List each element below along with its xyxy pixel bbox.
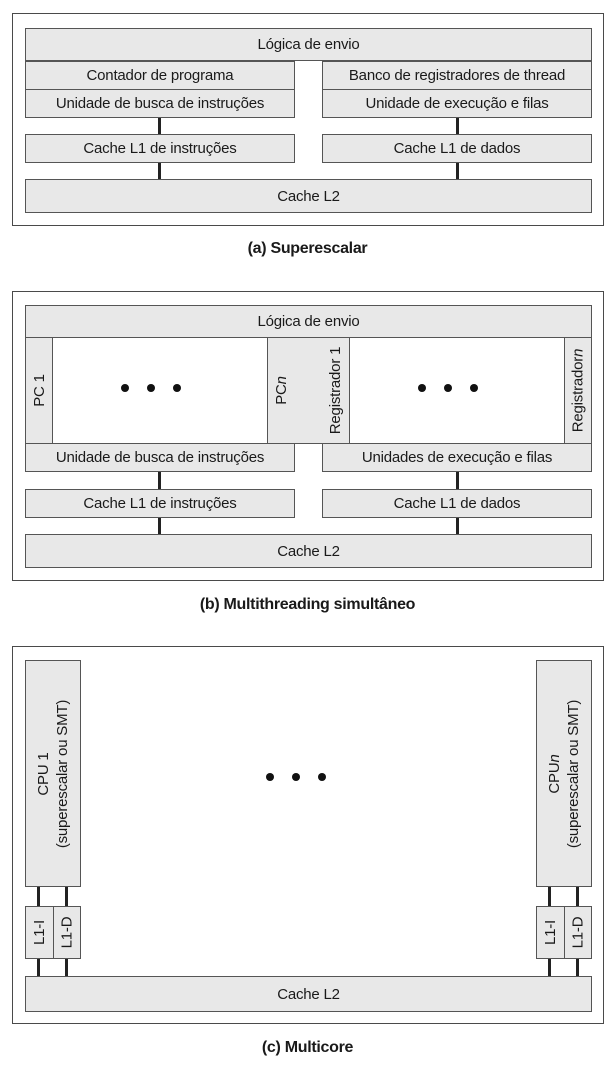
connector <box>158 118 161 134</box>
program-counter-box: Contador de programa <box>25 61 295 90</box>
l1-instruction-cache-box: Cache L1 de instruções <box>25 134 295 163</box>
registern-box: Registrador n <box>564 337 592 444</box>
connector <box>65 959 68 976</box>
exec-unit-box: Unidade de execução e filas <box>322 89 592 118</box>
issue-area-bridge <box>294 337 323 444</box>
connector <box>548 887 551 906</box>
caption-a: (a) Superescalar <box>247 240 368 257</box>
issue-logic-box: Lógica de envio <box>25 28 592 61</box>
connector <box>576 887 579 906</box>
pc1-label: PC 1 <box>30 374 48 407</box>
connector <box>158 518 161 534</box>
caption-b: (b) Multithreading simultâneo <box>199 596 416 613</box>
l1d-cache-box: L1-D <box>564 906 592 959</box>
pcn-box: PC n <box>267 337 295 444</box>
connector <box>65 887 68 906</box>
l1i-cache-box: L1-I <box>536 906 565 959</box>
l1d-label: L1-D <box>58 916 76 949</box>
connector <box>456 118 459 134</box>
thread-register-bank-box: Banco de registradores de thread <box>322 61 592 90</box>
l1i-label: L1-I <box>542 919 559 946</box>
l1d-label: L1-D <box>569 916 587 949</box>
connector <box>456 163 459 179</box>
ellipsis-dots <box>418 384 478 392</box>
l1-data-cache-box: Cache L1 de dados <box>322 134 592 163</box>
connector <box>456 472 459 489</box>
l1-data-cache-box: Cache L1 de dados <box>322 489 592 518</box>
l1i-cache-box: L1-I <box>25 906 54 959</box>
l1d-cache-box: L1-D <box>53 906 81 959</box>
fetch-unit-box: Unidade de busca de instruções <box>25 89 295 118</box>
cpun-label: CPU n(superescalar ou SMT) <box>546 699 583 848</box>
pcn-label: PC n <box>272 376 290 405</box>
register-ellipsis-area <box>349 337 565 444</box>
connector <box>576 959 579 976</box>
register1-label: Registrador 1 <box>327 346 345 435</box>
issue-logic-box: Lógica de envio <box>25 305 592 338</box>
ellipsis-dots <box>266 773 326 781</box>
connector <box>456 518 459 534</box>
cpu1-label: CPU 1(superescalar ou SMT) <box>35 699 72 848</box>
fetch-unit-box: Unidade de busca de instruções <box>25 443 295 472</box>
cpu1-box: CPU 1(superescalar ou SMT) <box>25 660 81 887</box>
exec-units-box: Unidades de execução e filas <box>322 443 592 472</box>
cpun-box: CPU n(superescalar ou SMT) <box>536 660 592 887</box>
l1i-label: L1-I <box>31 919 48 946</box>
connector <box>158 472 161 489</box>
connector <box>37 887 40 906</box>
pc1-box: PC 1 <box>25 337 53 444</box>
l1-instruction-cache-box: Cache L1 de instruções <box>25 489 295 518</box>
l2-cache-box: Cache L2 <box>25 534 592 568</box>
registern-label: Registrador n <box>569 348 587 433</box>
connector <box>37 959 40 976</box>
ellipsis-dots <box>121 384 181 392</box>
l2-cache-box: Cache L2 <box>25 976 592 1012</box>
caption-c: (c) Multicore <box>261 1039 354 1056</box>
register1-box: Registrador 1 <box>322 337 350 444</box>
connector <box>158 163 161 179</box>
connector <box>548 959 551 976</box>
l2-cache-box: Cache L2 <box>25 179 592 213</box>
multicore-panel <box>12 646 604 1024</box>
